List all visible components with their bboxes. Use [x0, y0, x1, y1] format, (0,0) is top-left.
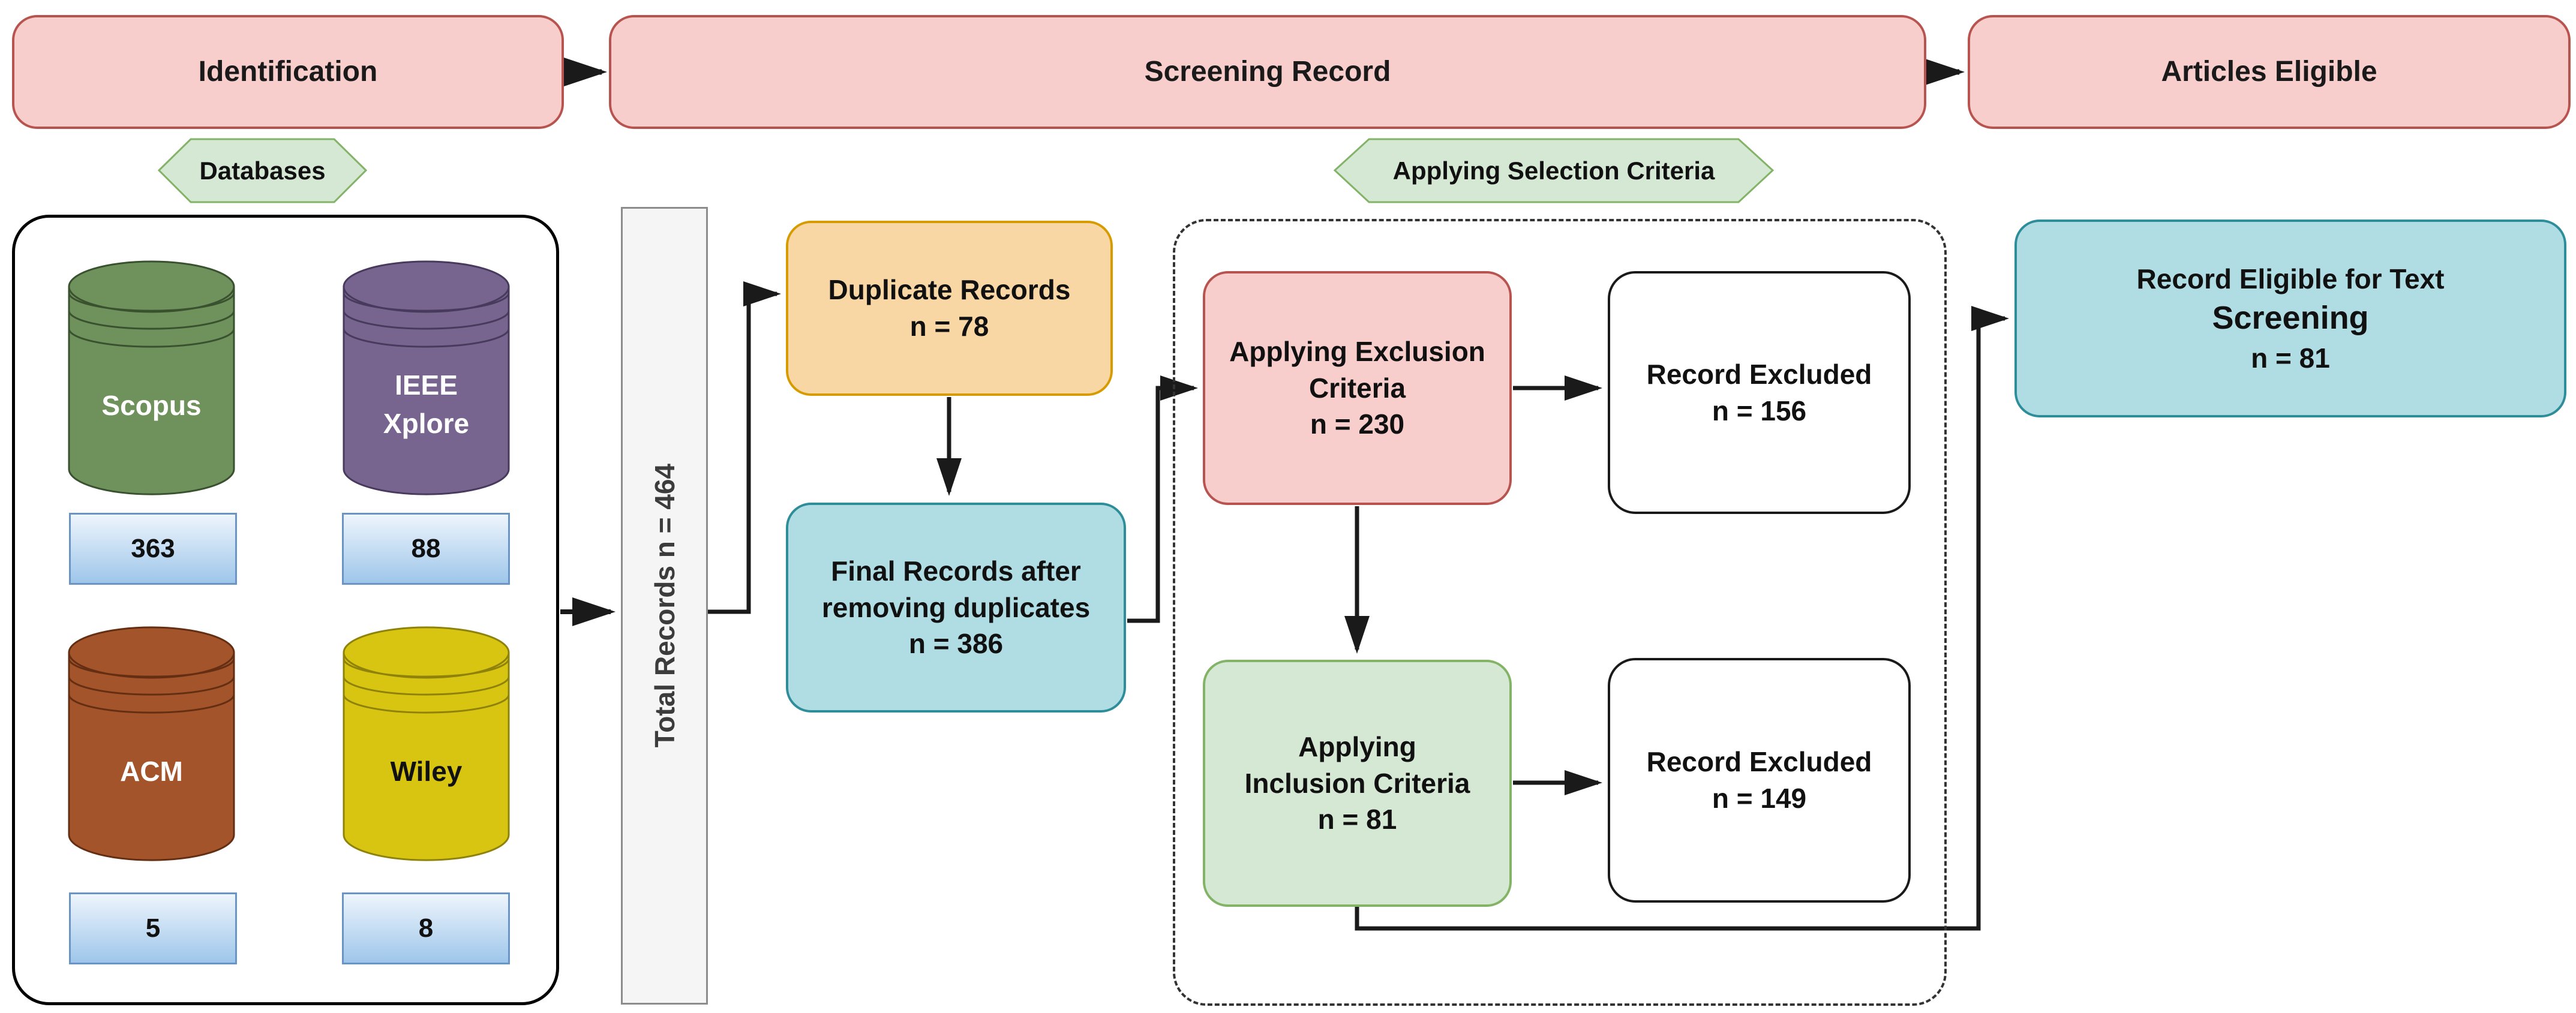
ieee-groove: [343, 310, 510, 330]
arrow-inclusion-to-eligible: [1355, 306, 2009, 931]
ieee-cylinder-top: [343, 260, 510, 313]
applying-exclusion-count: n = 230: [1310, 408, 1405, 440]
wiley-groove: [343, 694, 510, 714]
total-records-bar: Total Records n = 464: [621, 207, 708, 1005]
wiley-label: Wiley: [391, 756, 463, 787]
databases-hexagon-label: Databases: [159, 139, 366, 202]
scopus-count: 363: [131, 534, 175, 563]
acm-cylinder: ACM: [68, 626, 235, 861]
arrow-final-to-exclusion: [1127, 375, 1198, 623]
databases-container: [12, 215, 559, 1005]
record-eligible-line1: Record Eligible for Text: [2136, 263, 2445, 294]
record-eligible-count: n = 81: [2251, 342, 2330, 374]
final-records-line2: removing duplicates: [821, 591, 1091, 623]
stage-articles-eligible-label: Articles Eligible: [2161, 56, 2377, 88]
ieee-cylinder-body: [343, 287, 510, 495]
stage-articles-eligible: Articles Eligible: [1968, 15, 2571, 129]
wiley-groove: [343, 676, 510, 696]
applying-exclusion-line1: Applying Exclusion: [1229, 335, 1485, 367]
final-records-count: n = 386: [908, 628, 1004, 660]
databases-text: Databases: [199, 156, 326, 185]
record-excluded-149-line1: Record Excluded: [1646, 746, 1872, 778]
record-excluded-149-box: Record Excluded n = 149: [1608, 658, 1911, 903]
acm-groove: [68, 694, 235, 714]
acm-label: ACM: [120, 756, 183, 787]
scopus-cylinder: Scopus: [68, 260, 235, 495]
wiley-groove: [343, 658, 510, 678]
acm-groove: [68, 676, 235, 696]
record-eligible-line2: Screening: [2212, 300, 2369, 336]
duplicate-records-box: Duplicate Records n = 78: [786, 221, 1113, 396]
applying-inclusion-box: Applying Inclusion Criteria n = 81: [1203, 660, 1512, 907]
scopus-groove: [68, 310, 235, 330]
record-excluded-156-count: n = 156: [1712, 395, 1807, 426]
scopus-cylinder-body: [68, 287, 235, 495]
selection-criteria-container: [1173, 219, 1947, 1006]
ieee-groove: [343, 328, 510, 348]
arrow-total-to-duplicate: [708, 281, 781, 614]
ieee-label-line1: IEEE: [395, 369, 458, 401]
final-records-box: Final Records after removing duplicates …: [786, 503, 1126, 713]
acm-cylinder-body: [68, 653, 235, 861]
ieee-xplore-cylinder: IEEE Xplore: [343, 260, 510, 495]
scopus-groove: [68, 328, 235, 348]
ieee-count: 88: [411, 534, 441, 563]
scopus-count-badge: 363: [69, 513, 237, 585]
wiley-count-badge: 8: [342, 892, 510, 964]
applying-inclusion-line1: Applying: [1298, 731, 1416, 762]
wiley-count: 8: [418, 913, 434, 943]
selection-criteria-hexagon: [1333, 138, 1775, 203]
applying-exclusion-line2: Criteria: [1308, 372, 1406, 404]
scopus-cylinder-top: [68, 260, 235, 313]
selection-criteria-hexagon-label: Applying Selection Criteria: [1335, 139, 1773, 202]
record-excluded-156-box: Record Excluded n = 156: [1608, 271, 1911, 514]
applying-inclusion-count: n = 81: [1317, 804, 1397, 835]
acm-count-badge: 5: [69, 892, 237, 964]
acm-cylinder-top: [68, 626, 235, 679]
wiley-cylinder: Wiley: [343, 626, 510, 861]
record-eligible-box: Record Eligible for Text Screening n = 8…: [2014, 220, 2566, 417]
record-excluded-149-count: n = 149: [1712, 783, 1807, 814]
total-records-label: Total Records n = 464: [648, 464, 680, 748]
ieee-label-line2: Xplore: [383, 408, 469, 439]
applying-inclusion-line2: Inclusion Criteria: [1244, 767, 1470, 799]
stage-screening-record: Screening Record: [609, 15, 1926, 129]
acm-groove: [68, 658, 235, 678]
final-records-line1: Final Records after: [831, 555, 1081, 587]
ieee-groove: [343, 292, 510, 312]
acm-count: 5: [145, 913, 161, 943]
stage-screening-record-label: Screening Record: [1144, 56, 1391, 88]
applying-exclusion-box: Applying Exclusion Criteria n = 230: [1203, 271, 1512, 505]
scopus-label: Scopus: [101, 390, 201, 421]
duplicate-records-count: n = 78: [909, 311, 989, 342]
selection-criteria-text: Applying Selection Criteria: [1392, 156, 1715, 185]
duplicate-records-line1: Duplicate Records: [828, 274, 1071, 306]
scopus-groove: [68, 292, 235, 312]
stage-identification: Identification: [12, 15, 564, 129]
wiley-cylinder-top: [343, 626, 510, 679]
wiley-cylinder-body: [343, 653, 510, 861]
record-excluded-156-line1: Record Excluded: [1646, 358, 1872, 390]
stage-identification-label: Identification: [198, 56, 378, 88]
ieee-count-badge: 88: [342, 513, 510, 585]
databases-hexagon: [157, 138, 368, 203]
